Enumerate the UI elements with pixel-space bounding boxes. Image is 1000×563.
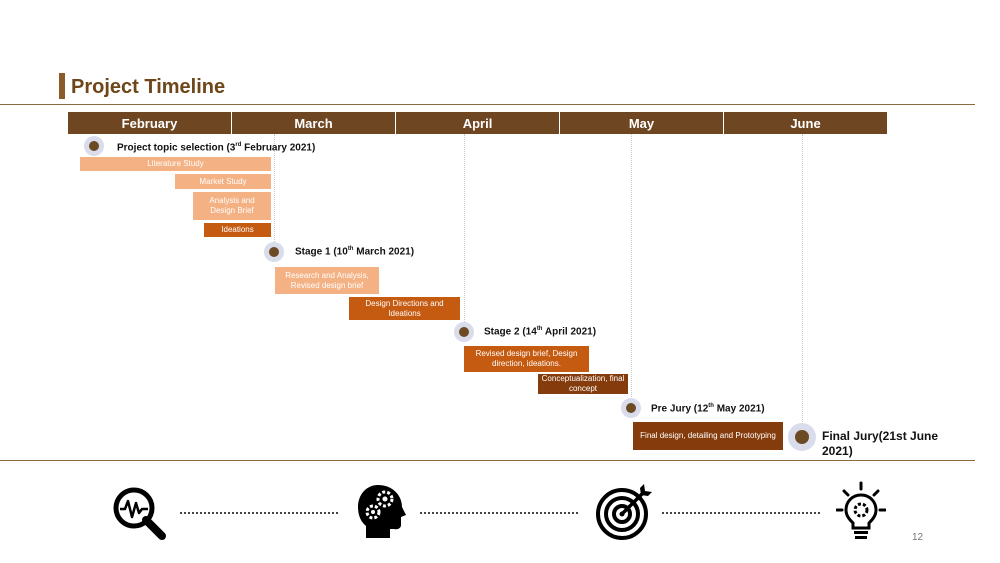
milestone-stage1-marker [264, 242, 284, 262]
task-design-directions: Design Directions and Ideations [349, 297, 460, 320]
top-divider [0, 104, 975, 105]
connector-dots-1 [180, 512, 338, 514]
magnifier-pulse-icon [113, 487, 166, 540]
month-april: April [396, 112, 560, 134]
milestone-stage2-label: Stage 2 (14th April 2021) [484, 326, 597, 338]
milestone-topic-label: Project topic selection (3rd February 20… [117, 142, 316, 154]
connector-dots-3 [662, 512, 820, 514]
milestone-prejury-marker [621, 398, 641, 418]
guide-line-stage1 [274, 134, 275, 244]
lightbulb-gear-icon [836, 481, 886, 539]
month-march: March [232, 112, 396, 134]
month-header: February March April May June [68, 112, 887, 134]
milestone-finaljury-label: Final Jury(21st June 2021) [822, 429, 939, 458]
page-title: Project Timeline [71, 76, 226, 98]
head-gears-icon [358, 485, 406, 538]
milestone-finaljury-marker [788, 423, 816, 451]
month-june: June [790, 115, 821, 131]
connector-dots-2 [420, 512, 578, 514]
milestone-topic-marker [84, 136, 104, 156]
task-revised-brief: Revised design brief, Design direction, … [464, 346, 589, 372]
page-number: 12 [912, 532, 924, 543]
guide-line-stage2 [464, 134, 465, 324]
task-conceptualization: Conceptualization, final concept [538, 374, 628, 394]
target-arrow-icon [596, 484, 652, 540]
month-may: May [560, 112, 724, 134]
task-research-analysis: Research and Analysis, Revised design br… [275, 267, 379, 294]
task-ideations: Ideations [204, 223, 271, 237]
task-literature-study: Literature Study [80, 157, 271, 171]
month-february: February [68, 112, 232, 134]
guide-line-prejury [631, 134, 632, 399]
title-accent-bar [59, 73, 65, 99]
milestone-stage1-label: Stage 1 (10th March 2021) [295, 246, 415, 258]
milestone-stage2-marker [454, 322, 474, 342]
guide-line-finaljury [802, 134, 803, 424]
task-market-study: Market Study [175, 174, 271, 189]
bottom-divider [0, 460, 975, 461]
task-final-design: Final design, detailing and Prototyping [633, 422, 783, 450]
milestone-prejury-label: Pre Jury (12th May 2021) [651, 403, 765, 415]
task-analysis-brief: Analysis and Design Brief [193, 192, 271, 220]
